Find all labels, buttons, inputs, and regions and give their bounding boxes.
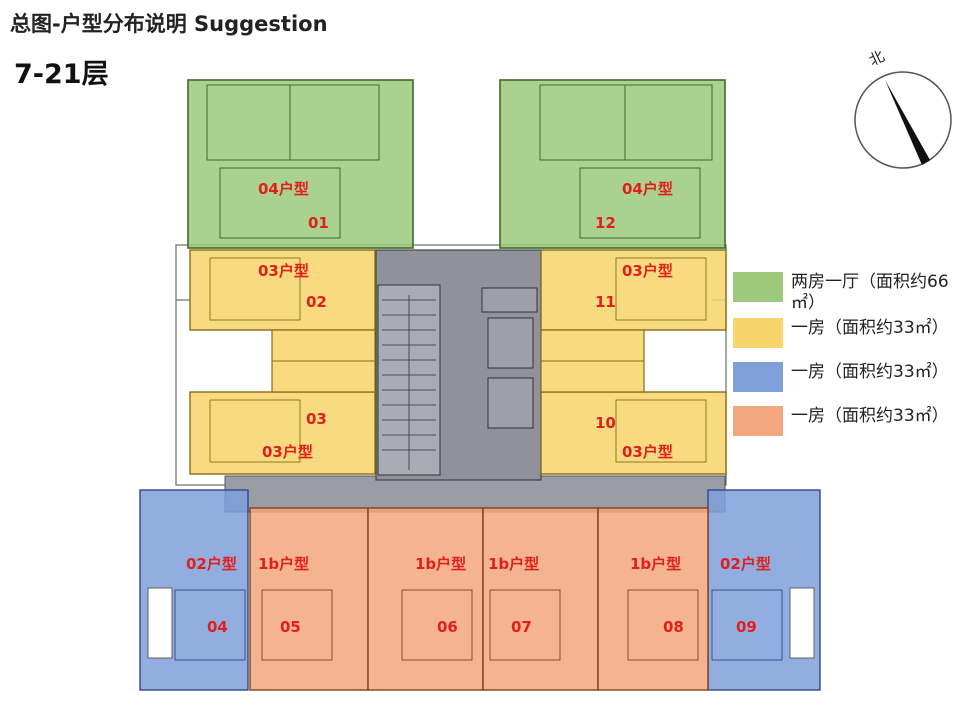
unit-03-area xyxy=(189,391,376,475)
legend-item-one-bed-yellow: 一房（面积约33㎡） xyxy=(733,318,951,348)
unit-number-label: 12 xyxy=(595,214,616,232)
unit-number-label: 08 xyxy=(663,618,684,636)
unit-type-label: 1b户型 xyxy=(630,555,681,573)
unit-number-label: 10 xyxy=(595,414,616,432)
north-arrow-icon xyxy=(885,80,930,165)
legend-label: 一房（面积约33㎡） xyxy=(791,318,949,338)
unit-labels: 04户型 01 04户型 12 03户型 02 03户型 11 03户型 03 03户型 10 02户型… xyxy=(186,180,771,636)
legend-label: 一房（面积约33㎡） xyxy=(791,406,949,426)
unit-type-label: 03户型 xyxy=(622,443,673,461)
unit-type-label: 04户型 xyxy=(622,180,673,198)
unit-number-label: 01 xyxy=(308,214,329,232)
core-block xyxy=(375,249,542,481)
shaft xyxy=(481,287,538,313)
unit-type-label: 1b户型 xyxy=(488,555,539,573)
floor-label: 7-21层 xyxy=(14,59,109,90)
unit-type-label: 1b户型 xyxy=(258,555,309,573)
unit-number-label: 07 xyxy=(511,618,532,636)
unit-02-area xyxy=(189,249,376,331)
legend-label: 两房一厅（面积约66㎡） xyxy=(791,272,949,313)
unit-type-label: 04户型 xyxy=(258,180,309,198)
unit-01-area xyxy=(187,79,414,249)
unit-10-area xyxy=(540,391,727,475)
legend-swatch xyxy=(733,362,783,392)
unit-type-label: 02户型 xyxy=(720,555,771,573)
unit-number-label: 05 xyxy=(280,618,301,636)
elevator-2 xyxy=(487,377,534,429)
unit-type-label: 02户型 xyxy=(186,555,237,573)
unit-08-area xyxy=(597,507,709,691)
unit-type-label: 1b户型 xyxy=(415,555,466,573)
unit-number-label: 03 xyxy=(306,410,327,428)
unit-number-label: 09 xyxy=(736,618,757,636)
unit-number-label: 11 xyxy=(595,293,616,311)
unit-02-03-middle xyxy=(271,329,376,393)
unit-type-label: 03户型 xyxy=(622,262,673,280)
legend-swatch xyxy=(733,406,783,436)
unit-04-area xyxy=(139,489,249,691)
legend-swatch xyxy=(733,272,783,302)
compass: 北 xyxy=(854,47,952,169)
unit-12-area xyxy=(499,79,726,249)
page-title: 总图-户型分布说明 Suggestion xyxy=(10,12,328,36)
unit-07-area xyxy=(482,507,599,691)
legend-label: 一房（面积约33㎡） xyxy=(791,362,949,382)
unit-type-label: 03户型 xyxy=(262,443,313,461)
corridor xyxy=(224,475,726,513)
legend-item-one-bed-blue: 一房（面积约33㎡） xyxy=(733,362,951,392)
unit-number-label: 02 xyxy=(306,293,327,311)
unit-type-label: 03户型 xyxy=(258,262,309,280)
unit-number-label: 04 xyxy=(207,618,228,636)
legend-item-two-bed: 两房一厅（面积约66㎡） xyxy=(733,272,951,314)
unit-11-area xyxy=(540,249,727,331)
unit-06-area xyxy=(367,507,484,691)
unit-number-label: 06 xyxy=(437,618,458,636)
compass-label: 北 xyxy=(866,47,887,70)
legend-item-one-bed-orange: 一房（面积约33㎡） xyxy=(733,406,951,436)
unit-10-11-middle xyxy=(540,329,645,393)
unit-05-area xyxy=(249,507,369,691)
legend-swatch xyxy=(733,318,783,348)
elevator-1 xyxy=(487,317,534,369)
unit-09-area xyxy=(707,489,821,691)
